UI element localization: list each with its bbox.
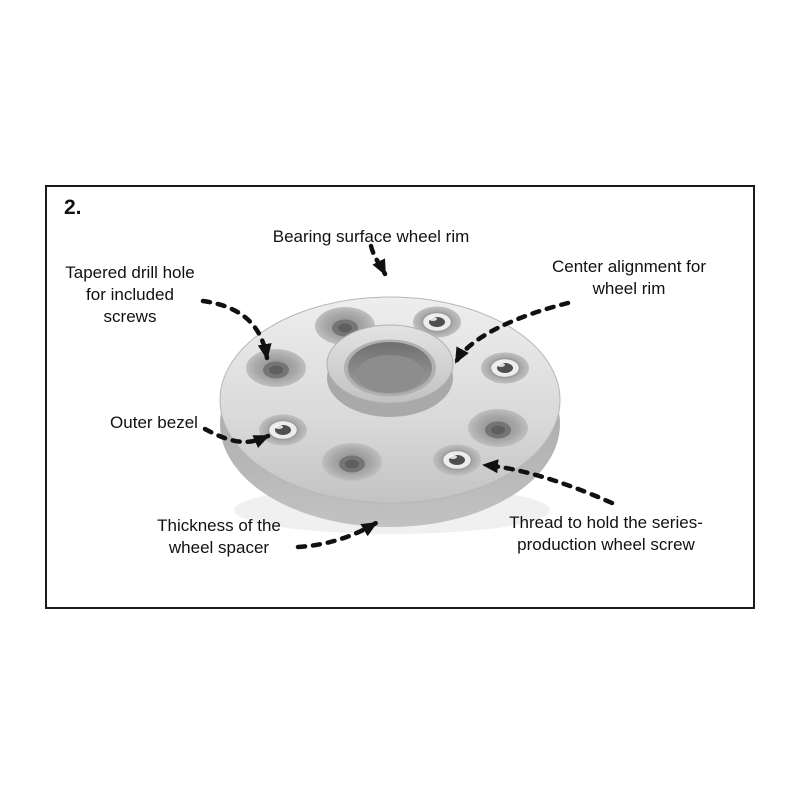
label-thickness: Thickness of the wheel spacer [157,516,281,557]
step-number: 2. [64,196,82,219]
label-outer-bezel: Outer bezel [110,413,198,432]
label-thread: Thread to hold the series- production wh… [509,513,703,554]
label-tapered-drill-hole: Tapered drill hole for included screws [65,263,195,326]
label-center-alignment: Center alignment for wheel rim [551,257,707,298]
label-bearing-surface: Bearing surface wheel rim [272,227,470,246]
